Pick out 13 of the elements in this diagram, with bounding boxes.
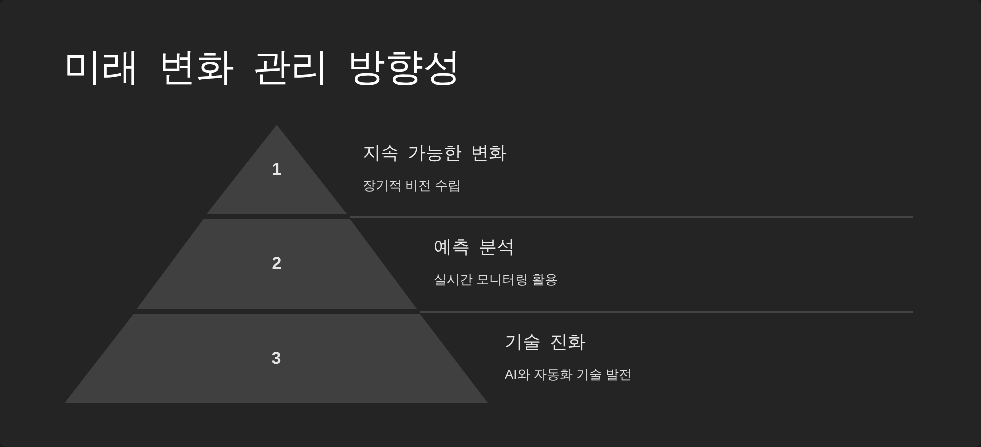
tier-heading: 지속 가능한 변화 — [363, 142, 508, 165]
tier-number: 1 — [271, 160, 283, 180]
pyramid-tier — [137, 219, 417, 309]
tier-description: AI와 자동화 기술 발전 — [505, 366, 632, 384]
tier-number: 3 — [270, 348, 282, 368]
tier-heading: 예측 분석 — [434, 236, 516, 259]
title: 미래 변화 관리 방향성 — [64, 46, 462, 91]
tier-description: 실시간 모니터링 활용 — [434, 271, 558, 289]
tier-description: 장기적 비전 수립 — [363, 177, 462, 195]
pyramid-tier — [65, 314, 488, 403]
tier-heading: 기술 진화 — [505, 331, 586, 354]
pyramid-tier — [207, 125, 347, 214]
tier-number: 2 — [271, 254, 283, 274]
